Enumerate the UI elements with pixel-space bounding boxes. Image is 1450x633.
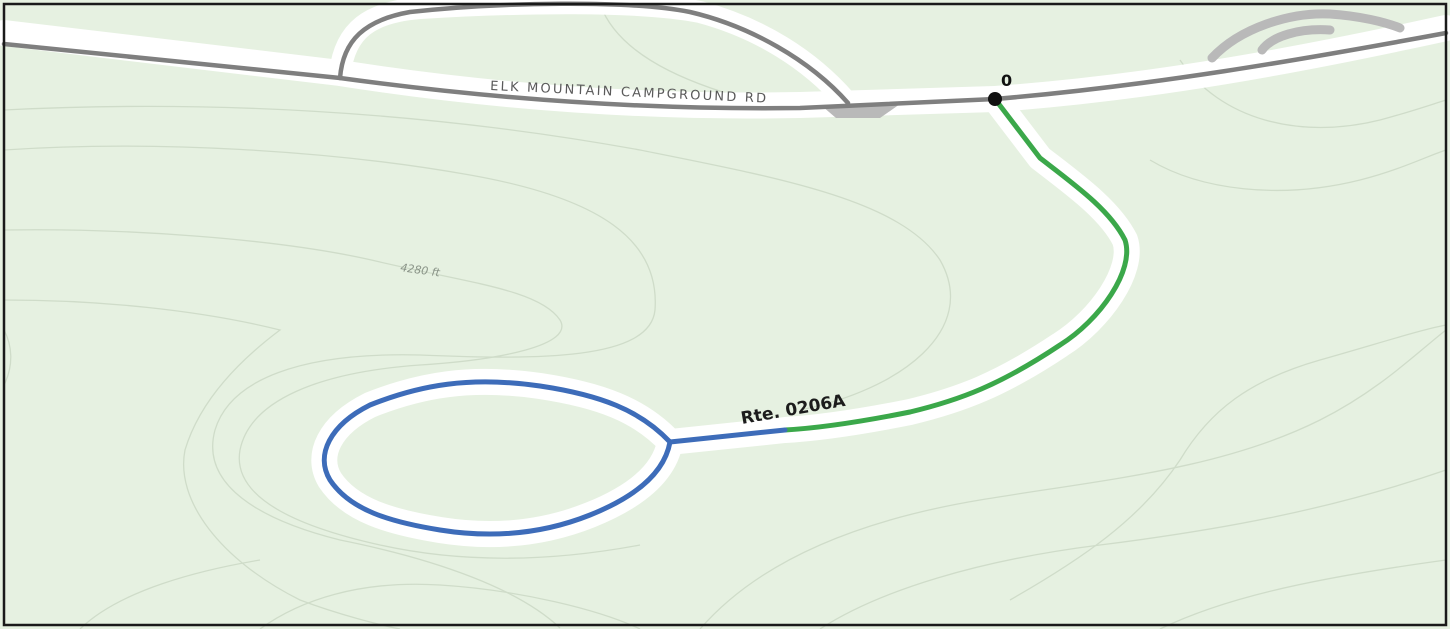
- contour-line: [79, 559, 261, 630]
- contour-line: [699, 329, 1447, 630]
- contour-line: [3, 329, 12, 386]
- contour-line: [1149, 149, 1447, 192]
- contour-line: [1179, 59, 1447, 129]
- milepost-label: 0: [1001, 71, 1012, 90]
- milepost-marker[interactable]: [988, 92, 1002, 106]
- contour-label: 4280 ft: [400, 261, 442, 279]
- contour-line: [259, 583, 641, 630]
- contour-line: [3, 299, 401, 630]
- contour-line: [819, 469, 1447, 630]
- route-segment-a[interactable]: [782, 96, 1130, 433]
- contour-line: [3, 229, 641, 559]
- contour-line: [3, 105, 952, 411]
- contour-line: [1159, 559, 1447, 630]
- contour-line: [1009, 324, 1447, 601]
- route-segment-b[interactable]: [321, 379, 788, 537]
- route-segments: [321, 96, 1130, 537]
- parking-loop: [1207, 9, 1405, 63]
- main-road-line: [1, 30, 1449, 111]
